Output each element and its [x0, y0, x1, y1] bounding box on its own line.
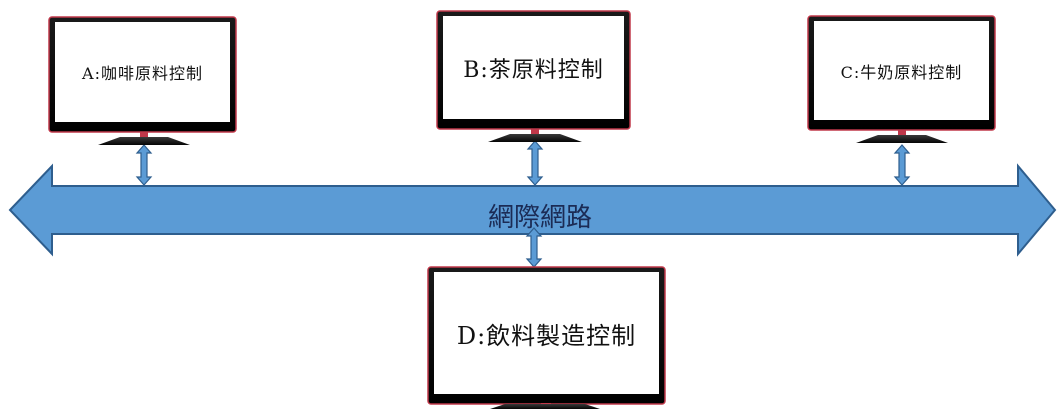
network-label: 網際網路 [487, 202, 592, 233]
node-label-b: B:茶原料控制 [463, 57, 604, 83]
monitor-b [436, 10, 631, 142]
node-label-d: D:飲料製造控制 [456, 321, 637, 350]
network-bus-arrow [8, 163, 1057, 257]
connector-b [526, 140, 544, 186]
node-label-a: A:咖啡原料控制 [82, 64, 203, 83]
node-label-c: C:牛奶原料控制 [840, 62, 963, 82]
monitor-c [807, 15, 996, 143]
connector-a [135, 144, 153, 186]
monitor-d [427, 266, 666, 409]
monitor-a [48, 16, 237, 145]
connector-c [893, 144, 911, 186]
